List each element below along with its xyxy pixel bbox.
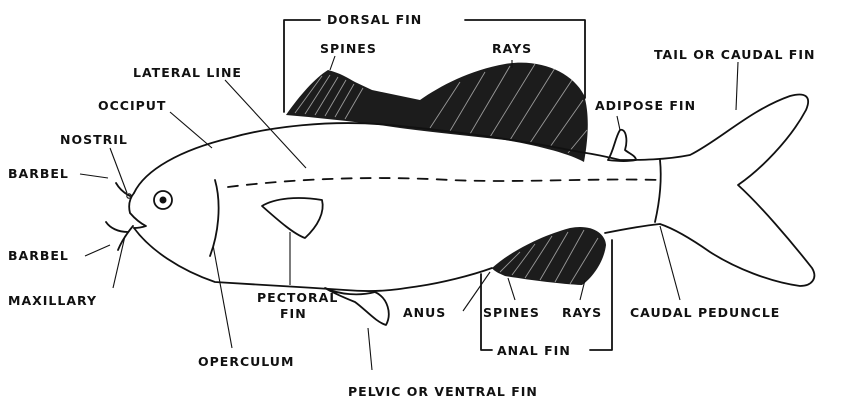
nostril-label: NOSTRIL (60, 132, 128, 147)
barbel-bottom-label: BARBEL (8, 248, 69, 263)
occiput-label: OCCIPUT (98, 98, 166, 113)
spines-bottom-label: SPINES (483, 305, 540, 320)
maxillary-leader (113, 236, 125, 288)
adipose-fin-label: ADIPOSE FIN (595, 98, 696, 113)
barbel-bottom-leader (85, 245, 110, 256)
pectoral-label-line1: PECTORAL (257, 290, 338, 305)
adipose-fin-shape (608, 130, 636, 161)
rays-top-label: RAYS (492, 41, 532, 56)
barbel-top-label: BARBEL (8, 166, 69, 181)
operculum-label: OPERCULUM (198, 354, 294, 369)
dorsal-fin-label: DORSAL FIN (327, 12, 422, 27)
spines-top-label: SPINES (320, 41, 377, 56)
fish-drawing (106, 63, 814, 325)
tail-label: TAIL OR CAUDAL FIN (654, 47, 815, 62)
lateral-line-dashed (228, 178, 660, 187)
anal-fin-shape (492, 227, 606, 285)
anus-label: ANUS (403, 305, 446, 320)
adipose-leader (617, 116, 620, 130)
anal-fin-label: ANAL FIN (497, 343, 571, 358)
spines-bottom-leader (508, 278, 515, 300)
caudal-peduncle-edge (655, 160, 661, 222)
spines-top-leader (330, 56, 335, 70)
occiput-leader (170, 112, 212, 148)
operculum-leader (213, 245, 232, 348)
maxillary-label: MAXILLARY (8, 293, 97, 308)
snout (129, 193, 146, 228)
rays-bottom-label: RAYS (562, 305, 602, 320)
lateral-line-leader (225, 80, 306, 168)
dorsal-fin-shape (286, 63, 588, 162)
pectoral-fin-shape (262, 198, 323, 238)
pelvic-leader (368, 328, 372, 370)
pelvic-fin-label: PELVIC OR VENTRAL FIN (348, 384, 538, 399)
eye-pupil (160, 197, 167, 204)
barbel-top-leader (80, 174, 108, 178)
operculum-line (210, 180, 219, 256)
pectoral-label-line2: FIN (280, 306, 307, 321)
maxillary-shape (106, 222, 128, 232)
caudal-peduncle-leader (660, 226, 680, 300)
barbel-top-shape (116, 183, 130, 196)
caudal-peduncle-label: CAUDAL PEDUNCLE (630, 305, 780, 320)
tail-leader (736, 62, 738, 110)
barbel-bottom-shape (118, 226, 133, 250)
lateral-line-label: LATERAL LINE (133, 65, 242, 80)
